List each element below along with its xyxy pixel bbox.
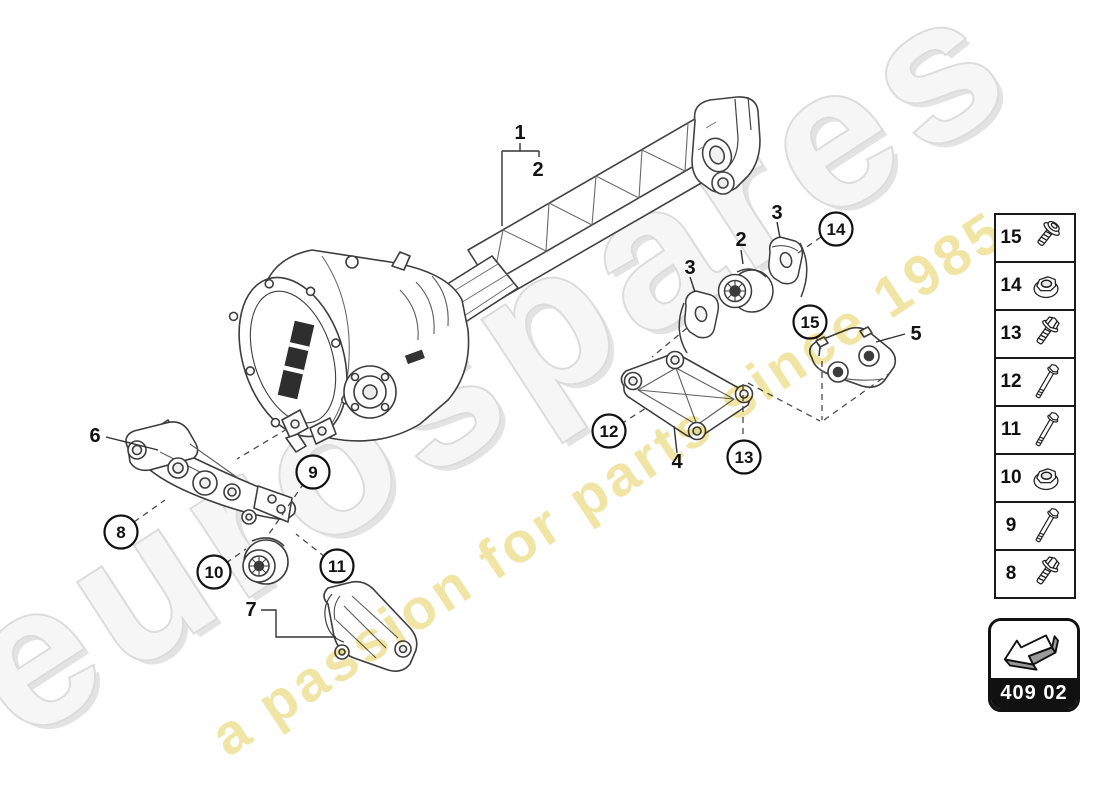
long-bolt-icon [1026,408,1066,452]
right-support-drawing [808,326,897,388]
bushing-and-washers-drawing [678,236,808,354]
fastener-legend-item[interactable]: 8 [996,551,1074,597]
svg-text:11: 11 [328,557,346,576]
subframe-beam-drawing [467,96,761,302]
part-callout-circle-13[interactable]: 13 [726,439,762,475]
diagram-code: 409 02 [991,678,1077,709]
fastener-number: 10 [1000,467,1022,488]
fastener-legend-item[interactable]: 12 [996,359,1074,407]
fastener-number: 12 [1000,371,1022,392]
part-callout-1[interactable]: 1 [514,122,525,144]
fastener-number: 13 [1000,323,1022,344]
part-callout-7[interactable]: 7 [245,599,256,621]
svg-text:13: 13 [735,448,754,467]
fastener-legend-item[interactable]: 9 [996,503,1074,551]
part-callout-circle-14[interactable]: 14 [818,211,854,247]
part-callout-3[interactable]: 3 [684,257,695,279]
fastener-legend-item[interactable]: 11 [996,407,1074,455]
part-callout-6[interactable]: 6 [89,425,100,447]
fastener-number: 8 [1005,563,1017,584]
part-callout-circle-12[interactable]: 12 [591,413,627,449]
hex-flange-bolt-icon [1026,312,1066,356]
fastener-legend: 15 14 13 12 11 10 9 [994,213,1076,599]
svg-text:14: 14 [827,220,846,239]
svg-text:10: 10 [205,563,224,582]
part-callout-circle-9[interactable]: 9 [295,454,331,490]
part-callout-5[interactable]: 5 [910,323,921,345]
differential-drawing [228,249,519,453]
fastener-legend-item[interactable]: 10 [996,455,1074,503]
direction-arrow-icon [1003,633,1059,671]
fastener-number: 14 [1000,275,1022,296]
part-callout-circle-8[interactable]: 8 [103,514,139,550]
part-callout-2[interactable]: 2 [735,229,746,251]
flange-nut-icon [1026,264,1066,308]
part-callout-4[interactable]: 4 [671,451,683,473]
dashed-leader-lines [133,236,891,564]
brand-watermark: eurospares eurospares [0,0,1045,784]
center-bracket-drawing [620,350,754,441]
fastener-legend-item[interactable]: 15 [996,215,1074,263]
diagram-code-badge[interactable]: 409 02 [988,618,1080,712]
fastener-legend-item[interactable]: 14 [996,263,1074,311]
part-callout-2[interactable]: 2 [532,159,543,181]
part-callout-3[interactable]: 3 [771,202,782,224]
svg-text:15: 15 [801,313,820,332]
svg-text:8: 8 [116,523,125,542]
fastener-number: 11 [1000,419,1022,440]
hex-flange-bolt-icon [1026,552,1066,596]
long-bolt-icon [1026,360,1066,404]
svg-text:12: 12 [600,422,619,441]
flange-screw-icon [1026,216,1066,260]
flange-nut-icon [1026,456,1066,500]
fastener-number: 15 [1000,227,1022,248]
fastener-number: 9 [1005,515,1017,536]
part-callout-circle-11[interactable]: 11 [319,548,355,584]
lower-mount-drawing [242,537,418,672]
long-bolt-icon [1026,504,1066,548]
fastener-legend-item[interactable]: 13 [996,311,1074,359]
part-callout-circle-15[interactable]: 15 [792,304,828,340]
part-callout-circle-10[interactable]: 10 [196,554,232,590]
leader-lines [105,143,906,638]
left-support-drawing [125,419,297,525]
svg-text:9: 9 [308,463,317,482]
